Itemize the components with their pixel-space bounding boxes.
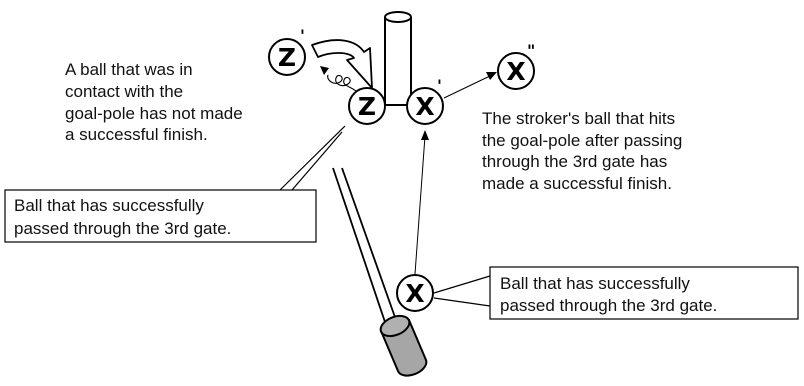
ball-x-double-prime: X "	[497, 41, 535, 90]
callout-left-line-2: passed through the 3rd gate.	[14, 219, 231, 238]
callout-left-line-1: Ball that has successfully	[14, 196, 204, 215]
callout-right-line-1: Ball that has successfully	[500, 274, 690, 293]
callout-right-line-2: passed through the 3rd gate.	[500, 296, 717, 315]
note-z-line-2: contact with the	[65, 82, 183, 101]
ball-x-start-letter: X	[405, 279, 424, 308]
spiral-arrowhead	[320, 66, 329, 75]
note-z-line-1: A ball that was in	[65, 60, 193, 79]
ball-x-prime-mark: '	[437, 76, 442, 95]
ball-z-letter: Z	[358, 92, 376, 121]
callout-right: Ball that has successfully passed throug…	[489, 266, 799, 320]
note-x-finished: The stroker's ball that hits the goal-po…	[482, 109, 682, 193]
ball-path-line	[414, 135, 426, 275]
rebound-arrowhead	[486, 72, 497, 80]
callout-left-leader-edge	[279, 125, 346, 191]
ball-x-prime-letter: X	[415, 92, 434, 121]
note-x-line-1: The stroker's ball that hits	[482, 109, 675, 128]
ball-x-double-prime-mark: "	[527, 41, 535, 60]
curved-arrow	[311, 39, 373, 89]
callout-left: Ball that has successfully passed throug…	[4, 189, 317, 243]
ball-x-double-prime-letter: X	[506, 57, 525, 86]
note-x-line-3: through the 3rd gate has	[482, 152, 667, 171]
ball-x-start: X	[396, 274, 434, 312]
note-z-not-finished: A ball that was in contact with the goal…	[65, 60, 243, 144]
note-x-line-4: made a successful finish.	[482, 174, 672, 193]
ball-z-prime: Z '	[268, 26, 306, 76]
note-x-line-2: the goal-pole after passing	[482, 131, 682, 150]
note-z-line-4: a successful finish.	[65, 125, 208, 144]
callout-right-leader	[433, 275, 491, 307]
note-z-line-3: goal-pole has not made	[65, 104, 243, 123]
rebound-line	[443, 74, 493, 99]
mallet-shaft	[332, 167, 397, 326]
ball-z-prime-letter: Z	[278, 43, 296, 72]
callout-left-leader	[291, 131, 343, 191]
goal-pole	[384, 11, 412, 106]
spiral-path	[327, 74, 357, 92]
ball-z: Z	[348, 87, 386, 125]
ball-x-prime: X '	[406, 76, 444, 125]
ball-z-prime-mark: '	[300, 26, 305, 45]
mallet-head	[379, 314, 428, 377]
ball-path-arrowhead	[421, 130, 429, 140]
